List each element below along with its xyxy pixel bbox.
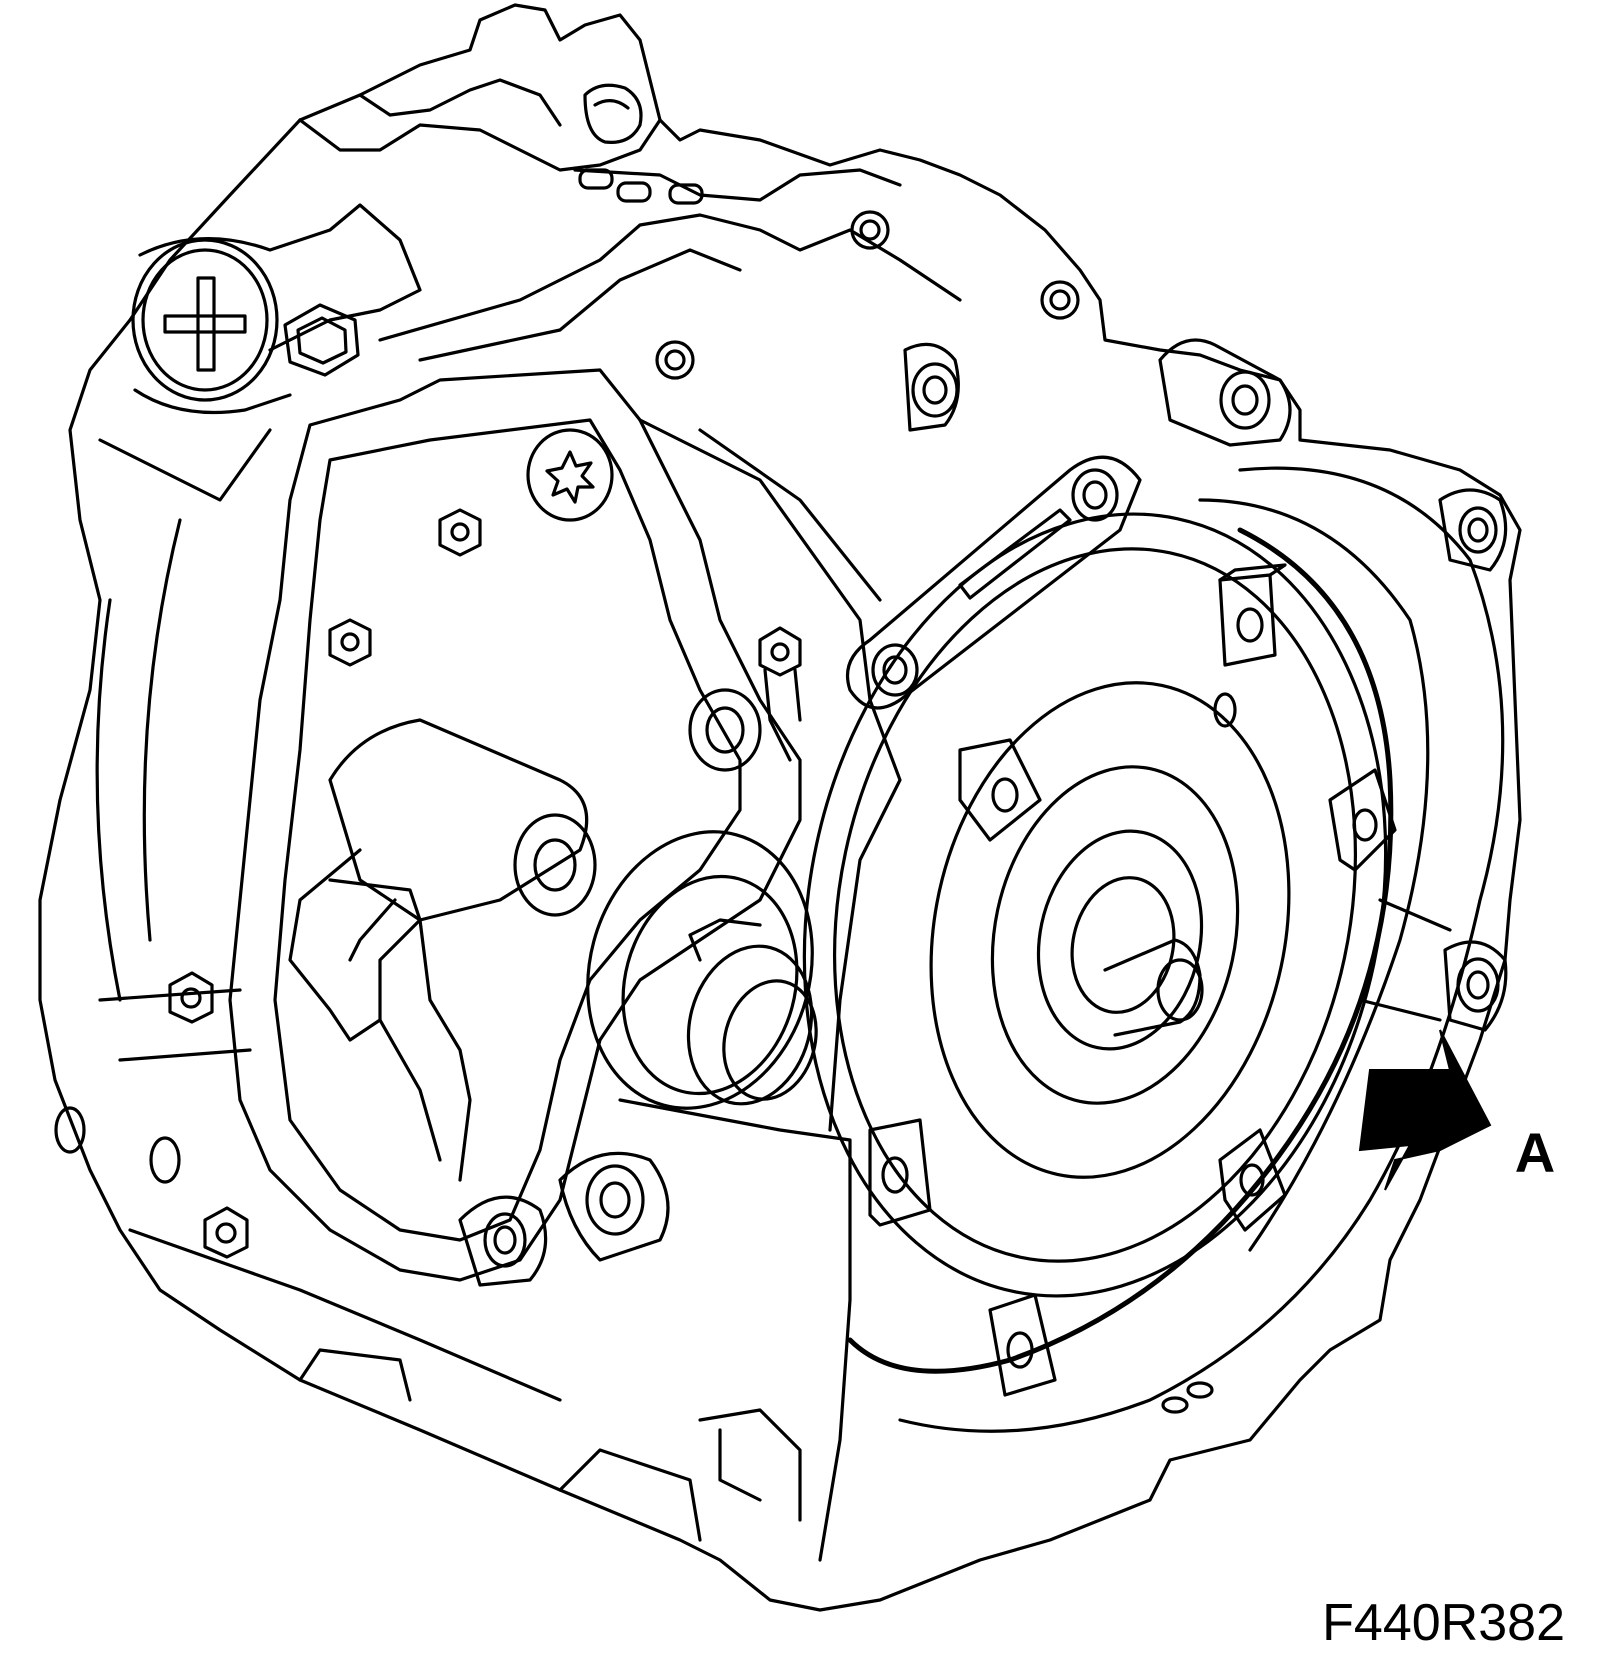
bell-housing-flange: [898, 466, 1505, 1433]
shift-selector-housing: [288, 718, 597, 1182]
mount-pad-left: [958, 738, 1042, 842]
hex-plug: [283, 303, 360, 377]
top-casting: [298, 118, 662, 172]
seal-ring: [847, 527, 1394, 1374]
lower-rib-4: [698, 1408, 802, 1522]
top-boss-inner: [593, 99, 630, 110]
lug-flange-mid: [1443, 940, 1508, 1032]
mount-pad-right: [1328, 768, 1397, 872]
bolt-cover-3-stem: [763, 668, 802, 762]
cross-plug-icon: [131, 238, 279, 402]
lug-upper-right: [1158, 338, 1292, 447]
torx-star-icon: [526, 428, 614, 522]
lug-flange-right: [1438, 488, 1508, 572]
lug-far-left: [54, 1106, 181, 1184]
plug-housing: [138, 203, 422, 352]
slotted-bracket: [845, 455, 1142, 710]
small-boss-3: [668, 183, 704, 205]
top-boss: [583, 83, 643, 144]
lug-lower-center: [558, 1151, 670, 1262]
center-web-2: [698, 428, 882, 602]
bolt-top-2: [1040, 280, 1080, 320]
lower-rib-2: [298, 1348, 702, 1542]
small-boss-1: [578, 168, 614, 190]
small-boss-2: [616, 181, 652, 203]
mount-pad-top: [1218, 563, 1287, 667]
vent-hole-2: [1161, 1396, 1189, 1414]
left-housing-curve-1: [95, 598, 122, 1002]
callout-label-a: A: [1515, 1121, 1555, 1184]
plug-housing-lower: [133, 388, 292, 415]
lug-lower-left: [458, 1195, 548, 1287]
bolt-top-3: [655, 340, 695, 380]
figure-reference-code: F440R382: [1322, 1594, 1565, 1652]
mount-pad-bottom: [988, 1293, 1057, 1397]
diagonal-rib-upper: [378, 213, 962, 342]
side-cover-frame: [228, 368, 802, 1282]
left-housing-curve-2: [142, 518, 182, 942]
lug-center-top: [903, 342, 960, 432]
diagonal-rib-mid: [418, 248, 742, 362]
bolt-left-1: [168, 971, 214, 1024]
input-shaft: [1103, 938, 1204, 1037]
vent-hole-1: [1186, 1381, 1214, 1399]
bolt-top-1: [850, 210, 890, 250]
top-casting-ridge: [358, 78, 562, 127]
flange-web: [1358, 898, 1452, 1022]
lower-rib-3: [618, 1098, 852, 1562]
side-cover-inner: [273, 418, 742, 1242]
output-shaft-seal: [586, 830, 818, 1110]
mount-pad-lower-right: [1218, 1128, 1287, 1232]
arrow-right-icon: [1358, 1029, 1492, 1191]
bolt-left-2: [203, 1206, 249, 1259]
lower-rib-1: [98, 988, 562, 1402]
upper-rail: [573, 168, 902, 202]
left-housing-curve-3: [98, 428, 272, 502]
lug-center-left: [688, 688, 762, 772]
center-web: [638, 418, 902, 1132]
torque-converter: [802, 512, 1388, 1298]
bolt-cover-1: [438, 508, 482, 557]
mount-pad-lower-left: [868, 1118, 932, 1227]
bolt-cover-3: [758, 626, 802, 677]
converter-pilot-hole: [1213, 692, 1237, 728]
bolt-cover-2: [328, 618, 372, 667]
housing-outline: [38, 3, 1522, 1612]
bell-housing-inner: [1198, 498, 1430, 1252]
